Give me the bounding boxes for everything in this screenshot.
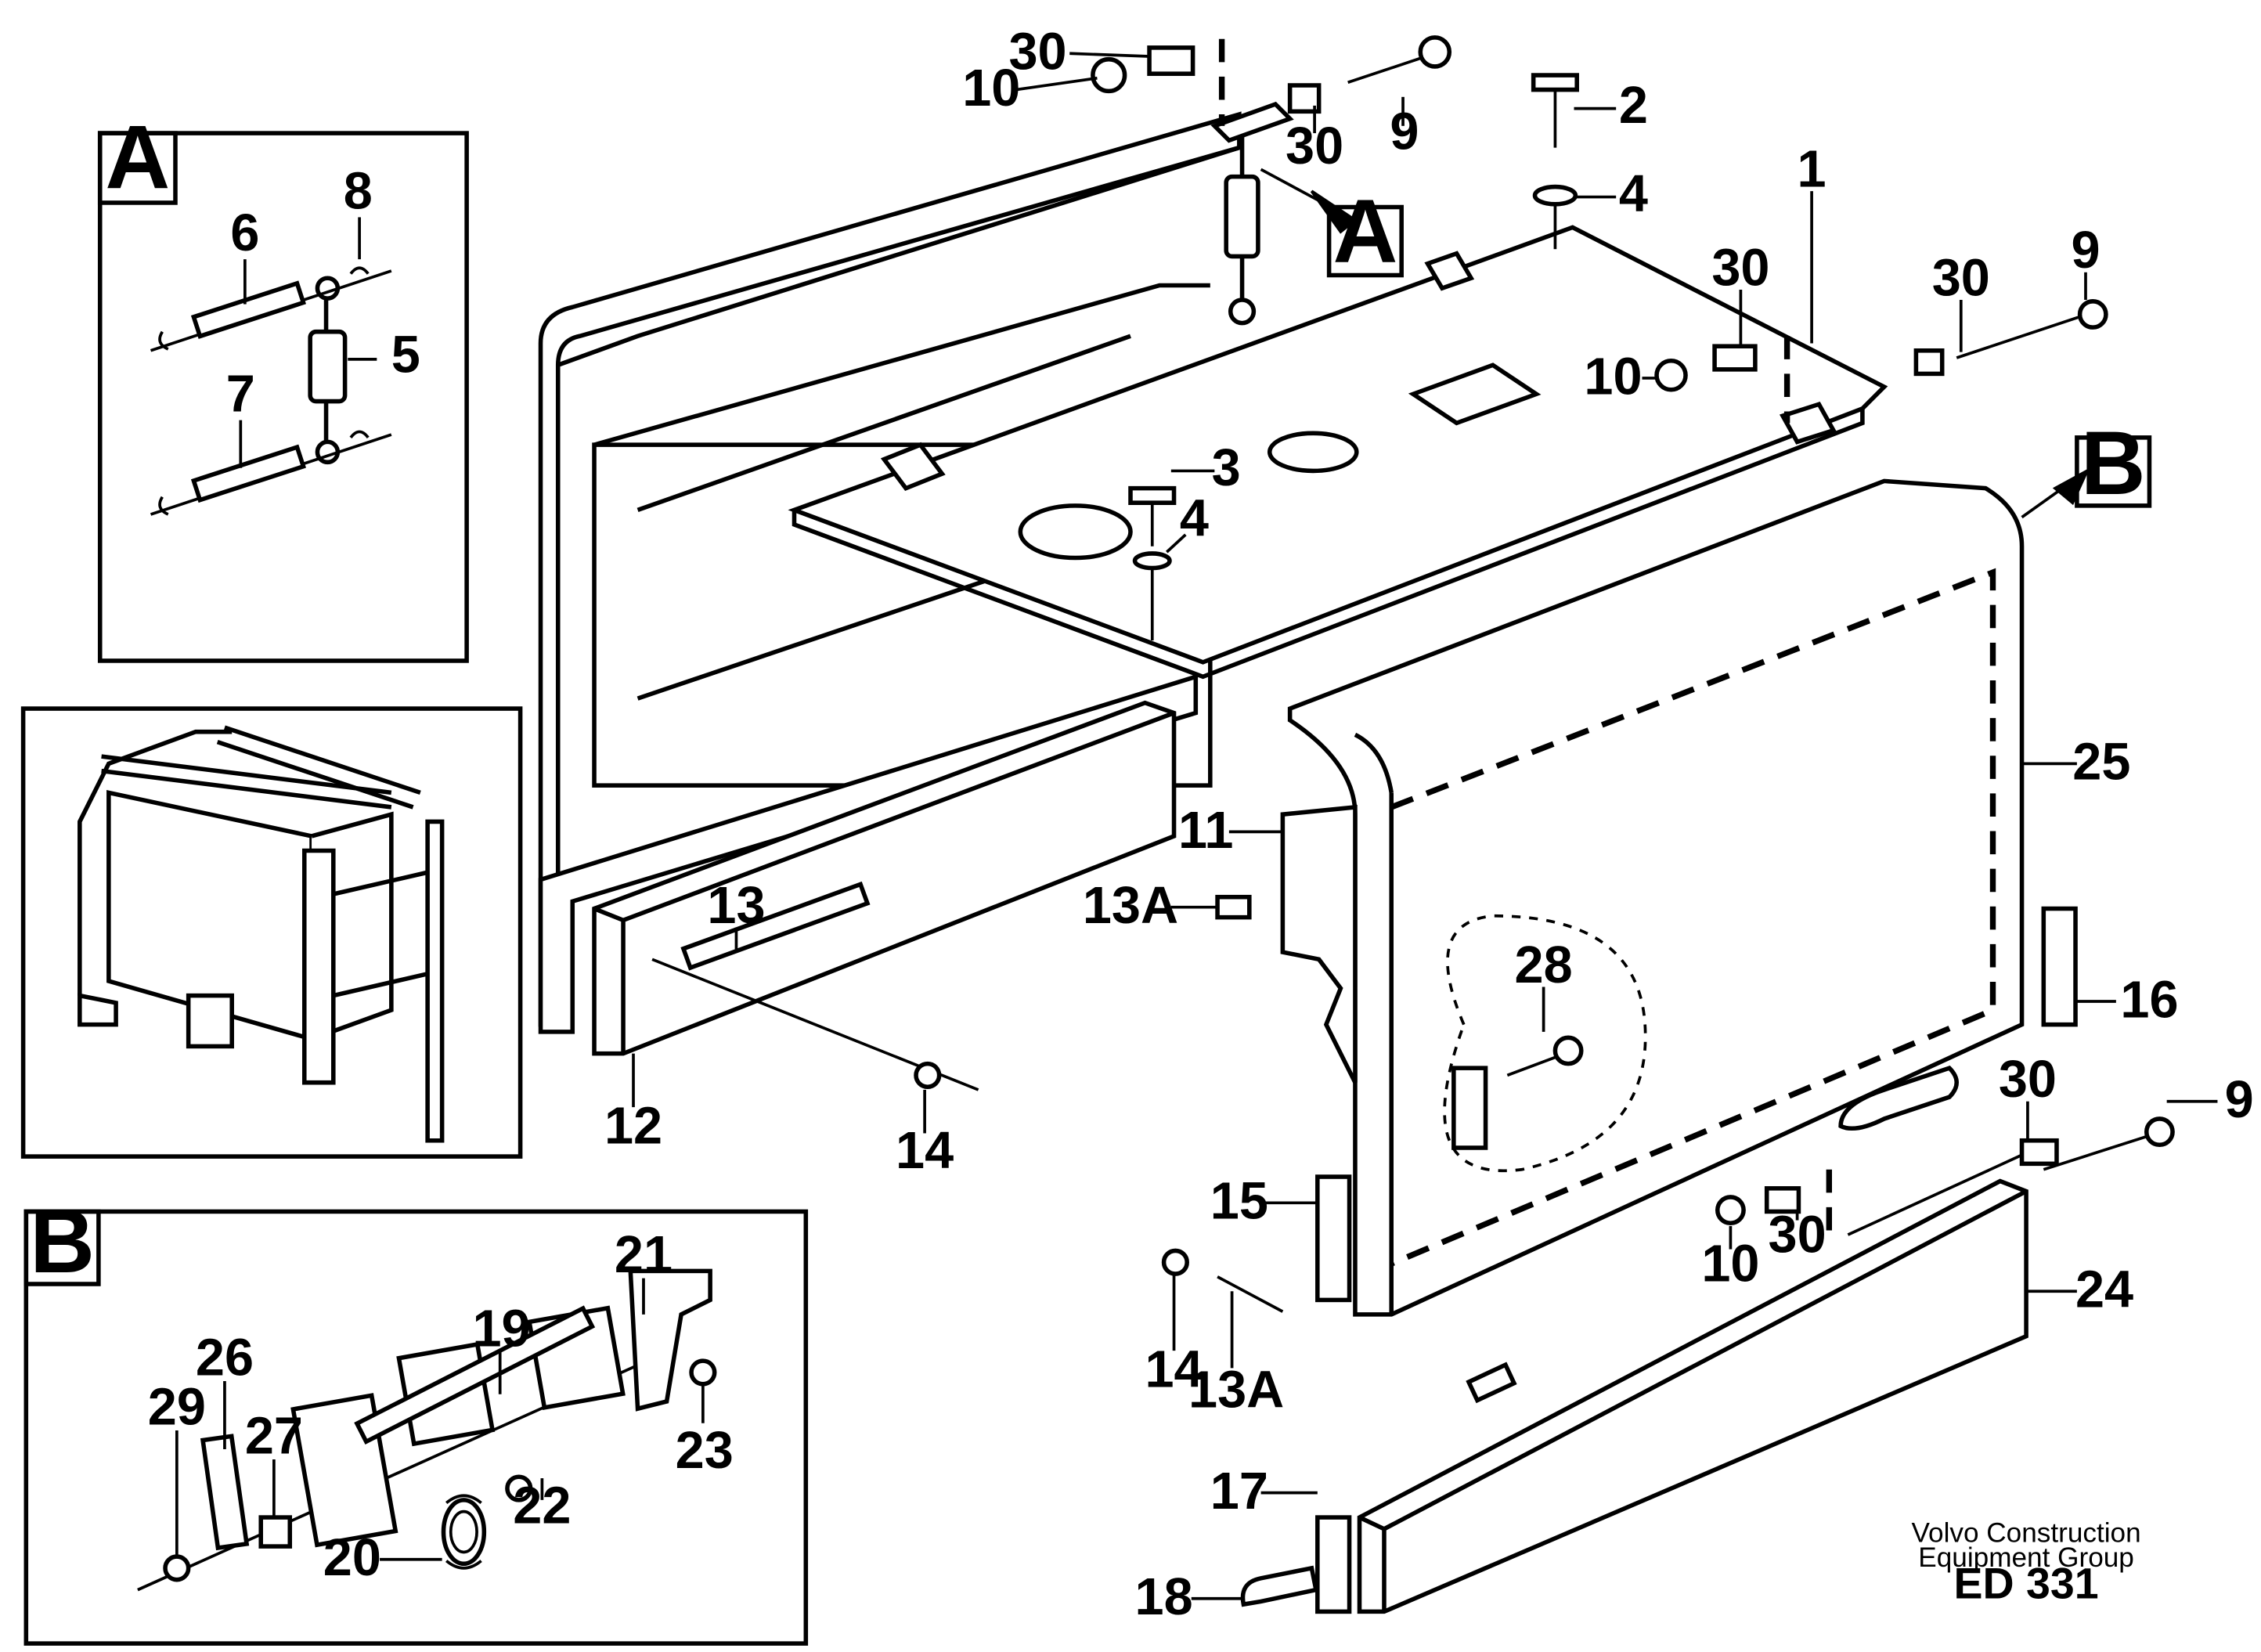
callout-27: 27 [245, 1408, 303, 1466]
credit-block: Volvo Construction Equipment Group ED 33… [1912, 1518, 2141, 1608]
fasteners-top [1091, 35, 2175, 1313]
leader-lines [632, 52, 2218, 1600]
callout-28: 28 [1515, 936, 1573, 994]
callout-9-lr: 9 [2225, 1071, 2254, 1129]
callout-30-lr2: 30 [1769, 1206, 1826, 1264]
callout-7: 7 [226, 366, 255, 424]
callout-25: 25 [2072, 734, 2130, 792]
frame-overview-sketch [78, 725, 445, 1143]
overview-panel [20, 706, 523, 1159]
callout-21: 21 [615, 1226, 673, 1284]
callout-24: 24 [2075, 1261, 2133, 1319]
side-panel-25 [1280, 478, 2025, 1317]
callout-26: 26 [196, 1329, 254, 1387]
callout-4-top: 4 [1619, 165, 1648, 223]
callout-3: 3 [1212, 439, 1241, 497]
callout-30-rr: 30 [1932, 249, 1990, 307]
callout-2: 2 [1619, 77, 1648, 135]
callout-16: 16 [2120, 971, 2178, 1029]
rubber-strip-18 [1240, 1565, 1319, 1607]
ref-a-letter: A [1332, 182, 1397, 282]
pin-6 [150, 266, 392, 352]
detail-a-panel: A 6 8 5 7 [97, 107, 469, 663]
callout-13a-left: 13A [1083, 877, 1178, 935]
callout-19: 19 [472, 1300, 530, 1358]
detail-b-letter: B [30, 1192, 95, 1292]
callout-12: 12 [604, 1097, 662, 1155]
callout-22: 22 [513, 1477, 571, 1535]
callout-5: 5 [391, 326, 420, 384]
callout-14-left: 14 [896, 1122, 954, 1180]
callout-14-bottom: 14 [1145, 1340, 1203, 1398]
detail-b-panel: B 26 29 27 19 21 20 22 23 [23, 1192, 809, 1646]
callout-20: 20 [323, 1529, 381, 1587]
top-plate [788, 225, 1888, 680]
credit-line-2: Equipment Group [1918, 1542, 2134, 1573]
callout-4-mid: 4 [1180, 490, 1209, 548]
beam-12 [592, 700, 1177, 1091]
gas-strut-main [1210, 101, 1294, 326]
callout-9-top: 9 [1390, 103, 1419, 161]
callout-23: 23 [676, 1422, 734, 1480]
gas-strut [308, 276, 348, 465]
callout-29: 29 [148, 1379, 206, 1437]
callout-6: 6 [230, 204, 259, 262]
beam-24 [1357, 1138, 2059, 1614]
drawing-code: ED 331 [1954, 1560, 2099, 1608]
callout-13: 13 [707, 877, 765, 935]
spring-20 [441, 1494, 487, 1570]
callout-17: 17 [1210, 1463, 1268, 1520]
callout-8: 8 [344, 162, 373, 220]
callout-9-r: 9 [2071, 222, 2100, 280]
callout-18: 18 [1135, 1568, 1193, 1626]
callout-30-b: 30 [1286, 117, 1343, 175]
callout-15: 15 [1210, 1173, 1268, 1231]
callout-10-r: 10 [1584, 348, 1642, 406]
callout-30-top: 30 [1008, 23, 1066, 81]
callout-30-lr: 30 [1999, 1051, 2057, 1109]
callout-11: 11 [1178, 802, 1233, 860]
callout-13a-bottom: 13A [1188, 1361, 1284, 1419]
pin-7 [150, 430, 392, 516]
credit-line-1: Volvo Construction [1912, 1518, 2141, 1549]
callout-10-top: 10 [962, 60, 1020, 117]
callout-30-r: 30 [1711, 239, 1769, 297]
main-assembly: A B 30 10 30 9 2 4 1 30 30 9 10 3 4 25 1… [538, 23, 2254, 1626]
detail-a-letter: A [105, 107, 170, 207]
callout-1: 1 [1798, 141, 1826, 199]
trim-16 [2041, 906, 2078, 1027]
trim-15 [1315, 1174, 1352, 1303]
callout-10-lr: 10 [1701, 1235, 1759, 1293]
ref-b-letter: B [2081, 413, 2146, 514]
trim-17 [1315, 1515, 1352, 1614]
